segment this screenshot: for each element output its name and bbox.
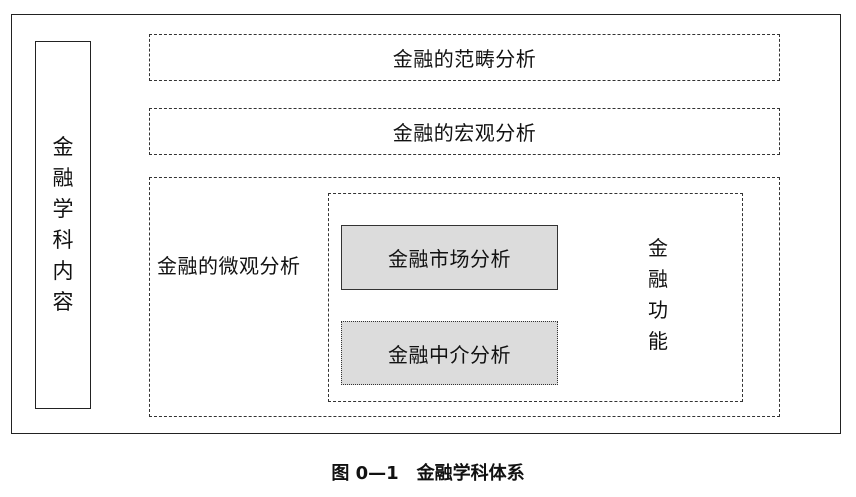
macro-analysis-box: 金融的宏观分析: [149, 108, 780, 155]
financial-market-analysis-box: 金融市场分析: [341, 225, 558, 290]
financial-intermediary-analysis-box: 金融中介分析: [341, 321, 558, 385]
financial-market-analysis-label: 金融市场分析: [388, 247, 511, 271]
macro-analysis-label: 金融的宏观分析: [392, 121, 537, 145]
left-label-char: 学: [52, 197, 74, 221]
left-label-char: 内: [52, 259, 74, 283]
function-label-char: 能: [648, 329, 668, 353]
paradigm-analysis-label: 金融的范畴分析: [392, 47, 537, 71]
left-label-char: 融: [52, 166, 74, 190]
micro-analysis-label: 金融的微观分析: [157, 254, 301, 278]
diagram-frame: [11, 14, 841, 434]
figure-caption: 图 0—1 金融学科体系: [331, 463, 525, 484]
function-label-char: 功: [648, 298, 668, 322]
function-label-char: 融: [648, 267, 668, 291]
paradigm-analysis-box: 金融的范畴分析: [149, 34, 780, 81]
left-label-char: 金: [52, 135, 74, 159]
micro-analysis-box: [149, 177, 780, 417]
left-label-char: 容: [52, 290, 74, 314]
financial-discipline-content-box: 金 融 学 科 内 容: [35, 41, 91, 409]
function-label-char: 金: [648, 236, 668, 260]
financial-function-box: [328, 193, 743, 402]
financial-intermediary-analysis-label: 金融中介分析: [388, 342, 511, 367]
financial-function-label: 金 融 功 能: [644, 233, 672, 357]
left-label-char: 科: [52, 228, 74, 252]
